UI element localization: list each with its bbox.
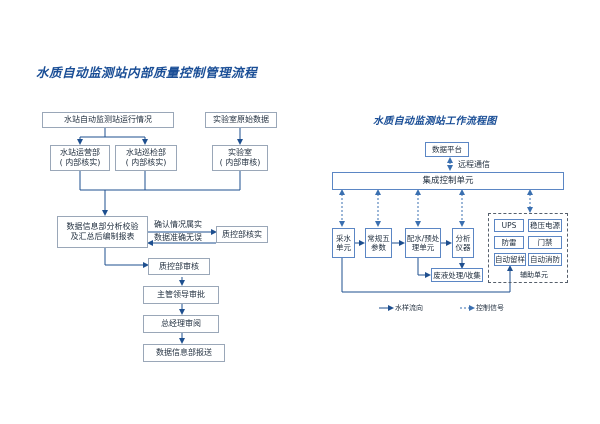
analyzer-box: 分析 仪器: [452, 228, 474, 258]
sampling-unit-box: 采水 单元: [332, 228, 355, 258]
waste-treatment-label: 废液处理/收集: [433, 270, 481, 280]
legend-water-flow: 水样流向: [395, 304, 423, 312]
qc-review-box: 质控部审核: [148, 258, 210, 275]
lab-box: 实验室 ( 内部审核): [212, 145, 268, 171]
data-info-line1: 数据信息部分析校验: [66, 222, 139, 231]
station-status-label: 水站自动监测站运行情况: [64, 115, 152, 124]
patrol-dept-name: 水站巡检部: [126, 148, 166, 157]
data-platform-label: 数据平台: [432, 145, 462, 154]
gm-review-box: 总经理审阅: [143, 315, 219, 333]
lab-name: 实验室: [228, 148, 252, 157]
auxiliary-unit-group: [488, 213, 568, 283]
analyzer-line1: 分析: [455, 234, 471, 243]
waste-treatment-box: 废液处理/收集: [431, 268, 483, 282]
ops-dept-note: ( 内部核实): [59, 158, 101, 167]
confirm-text-1: 确认情况属实: [154, 220, 202, 229]
door-access-label: 门禁: [537, 238, 553, 247]
ops-dept-box: 水站运营部 ( 内部核实): [50, 145, 110, 171]
confirm-text-2: 数据准确无误: [154, 233, 202, 242]
auto-fire-box: 自动消防: [528, 253, 562, 266]
auto-sampling-box: 自动留样: [494, 253, 526, 266]
integrated-control-label: 集成控制单元: [422, 175, 474, 186]
patrol-dept-box: 水站巡检部 ( 内部核实): [115, 145, 177, 171]
auto-fire-label: 自动消防: [530, 255, 560, 264]
conventional-params-line2: 参数: [371, 243, 386, 252]
auxiliary-unit-label: 辅助单元: [520, 271, 548, 279]
submit-label: 数据信息部报送: [156, 348, 212, 357]
data-platform-box: 数据平台: [425, 142, 469, 157]
lab-raw-data-box: 实验室原始数据: [205, 112, 277, 128]
lightning-label: 防雷: [501, 238, 517, 247]
data-info-line2: 及汇总后编制报表: [70, 232, 135, 241]
sampling-unit-line1: 采水: [336, 234, 351, 243]
legend-control-signal: 控制信号: [476, 304, 504, 312]
auto-sampling-label: 自动留样: [495, 255, 525, 264]
qc-review-label: 质控部审核: [159, 261, 199, 271]
stabilizer-label: 稳压电源: [530, 221, 560, 230]
station-status-box: 水站自动监测站运行情况: [42, 112, 174, 128]
door-access-box: 门禁: [528, 236, 562, 249]
leader-review-label: 主管领导审批: [157, 290, 205, 299]
patrol-dept-note: ( 内部核实): [125, 158, 167, 167]
lightning-box: 防雷: [494, 236, 524, 249]
qc-verify-box: 质控部核实: [216, 226, 268, 243]
right-chart-title: 水质自动监测站工作流程图: [373, 116, 497, 127]
remote-comm-label: 远程通信: [458, 160, 490, 169]
stabilizer-box: 稳压电源: [528, 219, 562, 232]
lab-note: ( 内部审核): [219, 158, 261, 167]
ops-dept-name: 水站运营部: [60, 148, 100, 157]
pretreatment-unit-box: 配水/预处 理单元: [405, 228, 441, 258]
qc-verify-label: 质控部核实: [222, 229, 262, 239]
conventional-params-line1: 常规五: [367, 234, 390, 243]
lab-raw-data-label: 实验室原始数据: [213, 115, 269, 124]
pretreatment-unit-line1: 配水/预处: [406, 234, 440, 243]
submit-box: 数据信息部报送: [143, 344, 225, 362]
sampling-unit-line2: 单元: [336, 243, 351, 252]
pretreatment-unit-line2: 理单元: [411, 243, 435, 252]
leader-review-box: 主管领导审批: [143, 286, 219, 304]
left-chart-title: 水质自动监测站内部质量控制管理流程: [36, 65, 258, 80]
gm-review-label: 总经理审阅: [161, 319, 201, 328]
ups-box: UPS: [494, 219, 524, 232]
ups-label: UPS: [501, 221, 517, 230]
analyzer-line2: 仪器: [455, 243, 471, 252]
conventional-params-box: 常规五 参数: [365, 228, 392, 258]
data-info-box: 数据信息部分析校验 及汇总后编制报表: [57, 216, 148, 248]
integrated-control-box: 集成控制单元: [332, 172, 564, 190]
